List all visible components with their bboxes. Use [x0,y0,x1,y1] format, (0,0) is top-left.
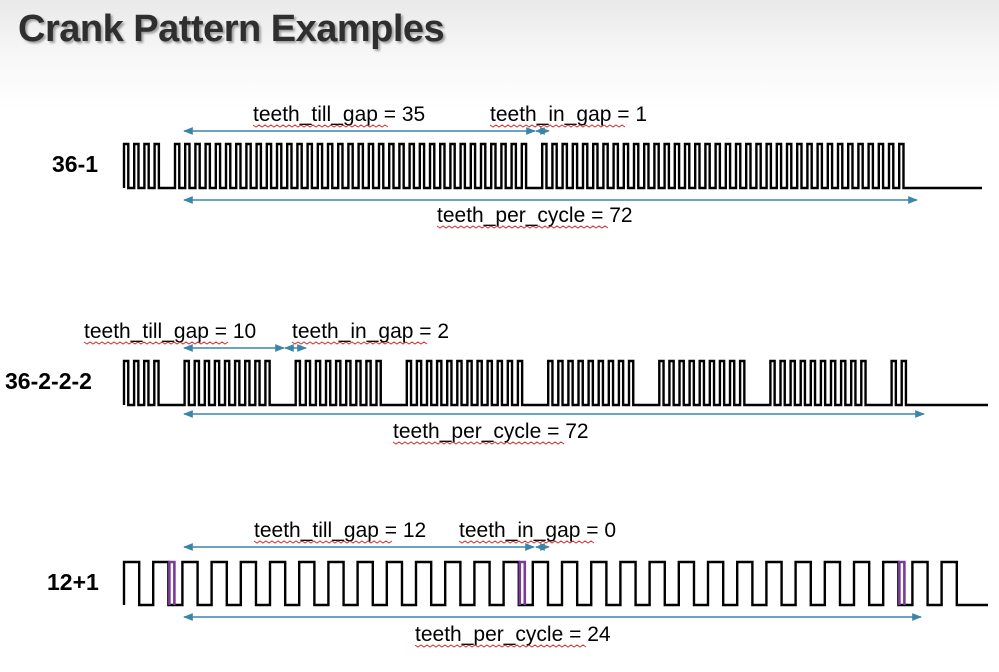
spellcheck-underline [252,124,389,128]
pattern-12-plus-1: 12+1 teeth_till_gap = 12 teeth_in_gap = … [47,519,988,648]
teeth-in-gap-label: teeth_in_gap = 0 [459,519,616,542]
spellcheck-underline [83,341,229,345]
page-title: Crank Pattern Examples [18,8,445,50]
pattern-36-2-2-2: 36-2-2-2 teeth_till_gap = 10 teeth_in_ga… [5,320,988,445]
teeth-per-cycle-label: teeth_per_cycle = 24 [415,623,611,646]
pattern-label: 36-2-2-2 [5,368,92,394]
teeth-per-cycle-label: teeth_per_cycle = 72 [437,204,633,227]
pattern-label: 36-1 [52,151,98,177]
teeth-in-gap-label: teeth_in_gap = 1 [490,103,647,126]
teeth-per-cycle-label: teeth_per_cycle = 72 [393,420,589,443]
pattern-label: 12+1 [47,569,99,595]
teeth-till-gap-label: teeth_till_gap = 10 [84,320,256,343]
crank-signal-wave [122,359,988,407]
spellcheck-underline [392,441,565,445]
teeth-in-gap-label: teeth_in_gap = 2 [292,320,449,343]
spellcheck-underline [489,124,626,128]
crank-signal-wave [122,142,982,190]
teeth-till-gap-label: teeth_till_gap = 12 [254,519,426,542]
crank-signal-wave [122,560,988,607]
spellcheck-underline [458,540,595,544]
spellcheck-underline [253,540,393,544]
spellcheck-underline [414,644,587,648]
pattern-36-1: 36-1 teeth_till_gap = 35 teeth_in_gap = … [52,103,982,229]
spellcheck-underline [436,225,609,229]
extra-tooth-highlight [168,560,906,605]
teeth-till-gap-label: teeth_till_gap = 35 [253,103,425,126]
spellcheck-underline [291,341,428,345]
